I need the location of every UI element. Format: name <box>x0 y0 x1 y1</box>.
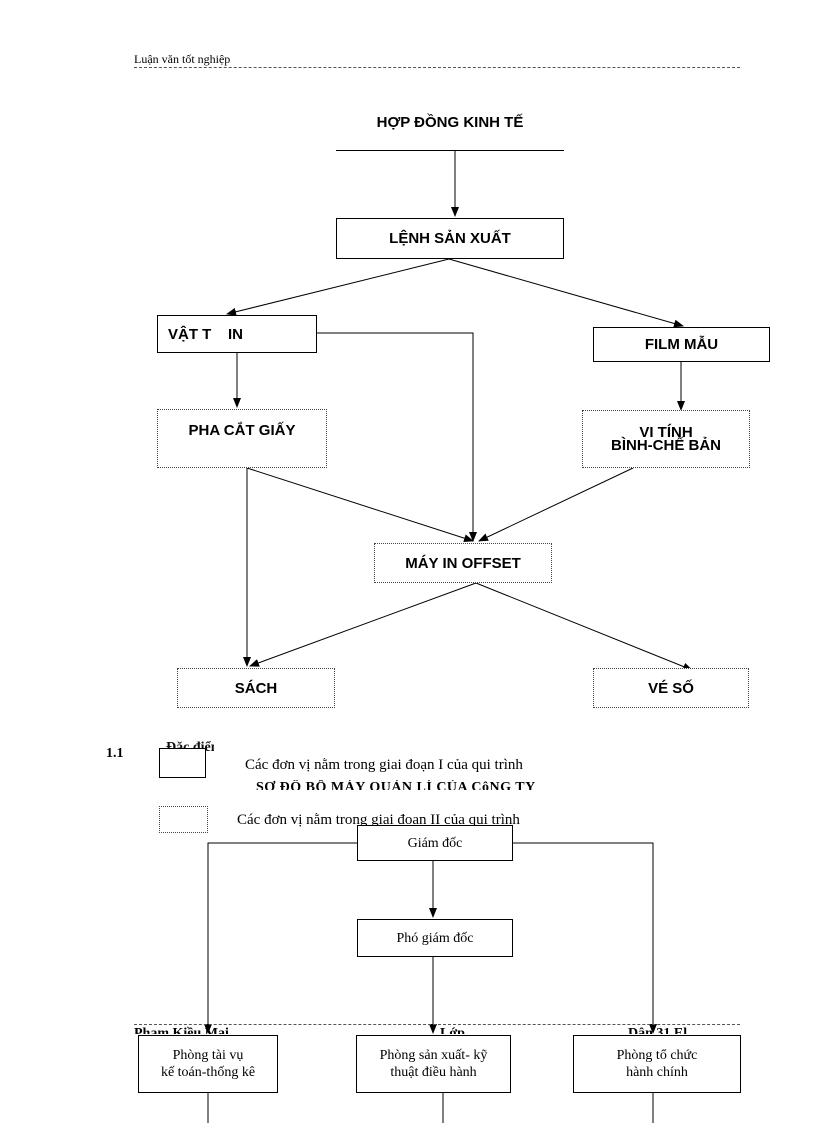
production-label-line2: thuật điều hành <box>390 1065 477 1080</box>
legend-stage1-text: Các đơn vị nằm trong giai đoạn I của qui… <box>245 757 523 773</box>
legend-solid-swatch <box>159 748 206 778</box>
lottery-box: VÉ SỐ <box>593 668 749 708</box>
press-box: MÁY IN OFFSET <box>374 543 552 583</box>
admin-dept-box: Phòng tổ chức hành chính <box>573 1035 741 1093</box>
admin-label-line1: Phòng tổ chức <box>616 1048 698 1063</box>
finance-label-line2: kế toán-thống kê <box>160 1065 256 1080</box>
footer-author: Phạm Kiều Mai <box>134 1026 229 1034</box>
legend-stage2-text: Các đơn vị nằm trong giai đoạn II của qu… <box>237 812 520 828</box>
arrow-computer-to-press <box>478 467 634 542</box>
footer-right: Dân 31 El <box>628 1026 688 1034</box>
admin-label-line2: hành chính <box>626 1065 688 1080</box>
arrow-director-to-finance <box>204 842 357 1034</box>
legend-dotted-swatch <box>159 806 208 833</box>
arrow-order-to-film <box>448 258 684 328</box>
section-number: 1.1 <box>106 746 124 761</box>
footer-class: Lớp <box>440 1026 465 1034</box>
arrow-press-to-lottery <box>475 582 693 671</box>
flow-title: HỢP ĐỒNG KINH TẾ <box>376 114 524 131</box>
document-header: Luận văn tốt nghiệp <box>134 52 231 66</box>
header-rule <box>134 67 740 68</box>
books-box: SÁCH <box>177 668 335 708</box>
finance-dept-box: Phòng tài vụ kế toán-thống kê <box>138 1035 278 1093</box>
arrow-director-to-admin <box>513 842 657 1034</box>
arrow-materials-to-press <box>317 332 477 542</box>
production-label-line1: Phòng sản xuất- kỹ <box>379 1048 488 1063</box>
production-dept-box: Phòng sản xuất- kỹ thuật điều hành <box>356 1035 511 1093</box>
deputy-box: Phó giám đốc <box>357 919 513 957</box>
computer-label-line1: VI TÍNH <box>639 424 693 441</box>
org-chart-title: SƠ ĐỒ BỘ MÁY QUẢN LÍ CỦA CôNG TY <box>256 780 536 790</box>
arrow-press-to-books <box>249 582 477 667</box>
arrow-order-to-materials <box>226 258 450 316</box>
order-box: LỆNH SẢN XUẤT <box>336 218 564 259</box>
arrow-paper-cut-to-press <box>246 467 474 543</box>
flow-title-underline <box>336 150 564 151</box>
computer-box: VI TÍNH BÌNH-CHẾ BẢN <box>582 410 750 468</box>
footer-rule <box>134 1024 740 1025</box>
computer-label-line2: BÌNH-CHẾ BẢN <box>611 437 721 454</box>
finance-label-line1: Phòng tài vụ <box>172 1048 244 1063</box>
film-box: FILM MẪU <box>593 327 770 362</box>
materials-box: VẬT T IN <box>157 315 317 353</box>
paper-cut-box: PHA CẮT GIẤY <box>157 409 327 468</box>
director-box: Giám đốc <box>357 825 513 861</box>
